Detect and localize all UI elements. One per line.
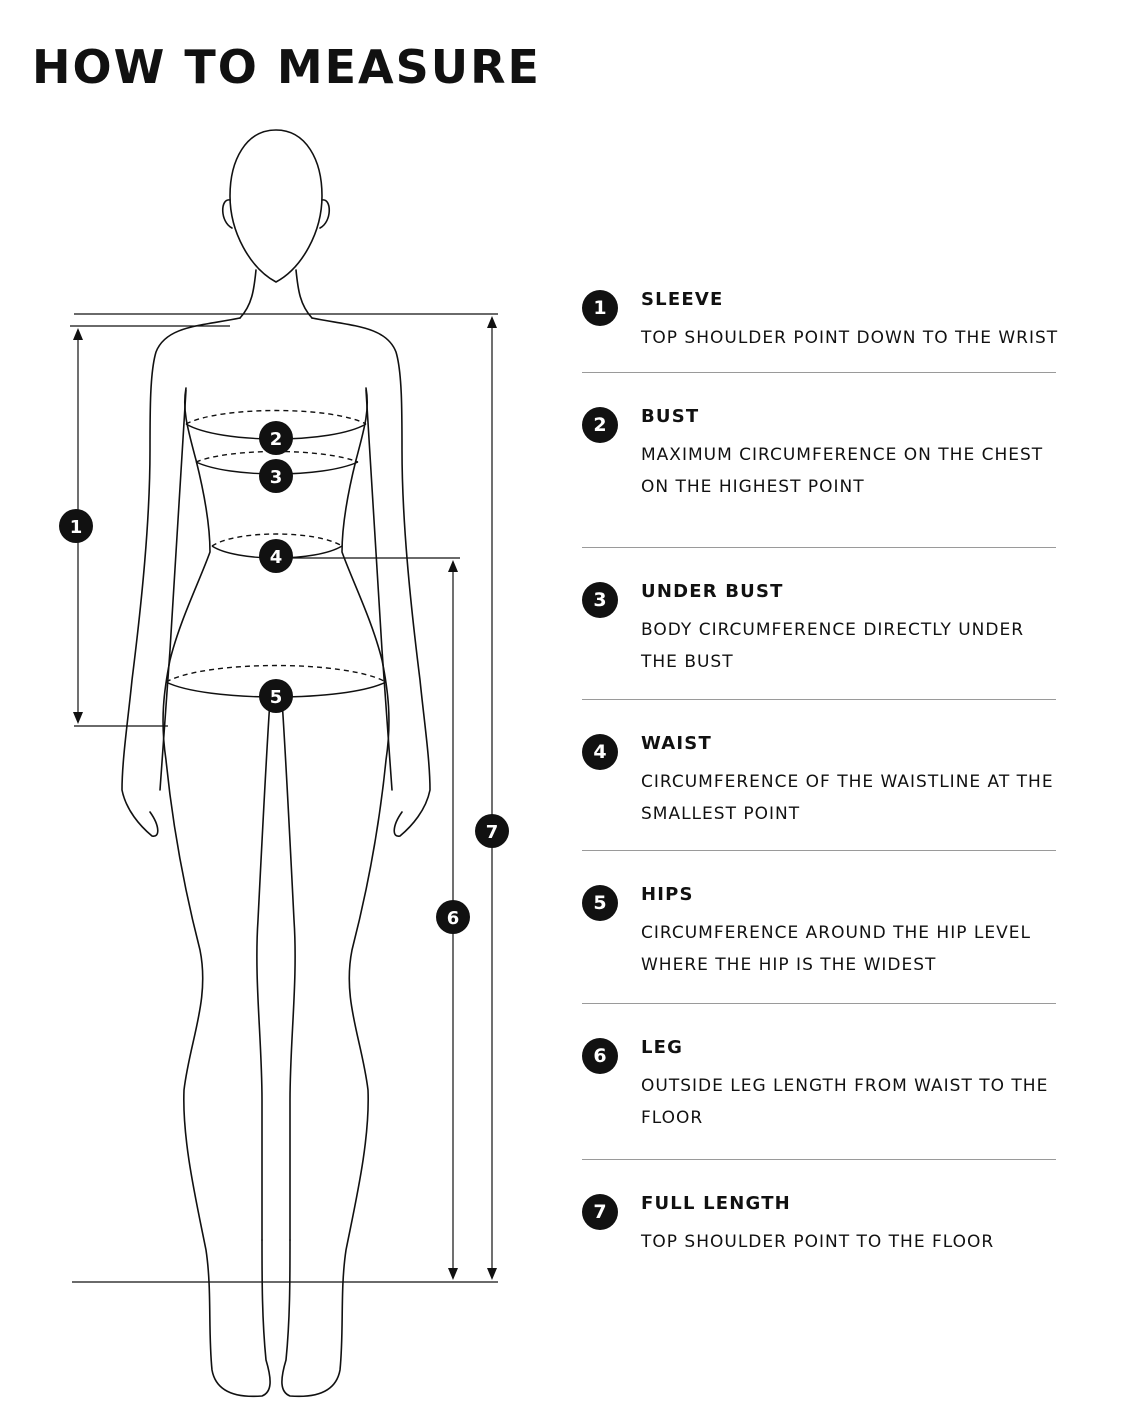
legend-item-title: SLEEVE	[641, 289, 724, 310]
inner-arm-left	[159, 389, 187, 791]
legend-item-description: TOP SHOULDER POINT DOWN TO THE WRIST	[641, 328, 1059, 348]
head-outline	[229, 129, 323, 283]
hips-band-back	[165, 664, 387, 683]
legend-item-bust: 2 BUST MAXIMUM CIRCUMFERENCE ON THE CHES…	[582, 399, 1056, 548]
marker-2: 2	[259, 421, 293, 455]
bust-band-back	[185, 409, 367, 425]
leg-arrow-head-bottom	[448, 1268, 458, 1280]
neck-left	[239, 269, 257, 319]
legend-item-hips: 5 HIPS CIRCUMFERENCE AROUND THE HIP LEVE…	[582, 877, 1056, 1004]
legend-item-description: BODY CIRCUMFERENCE DIRECTLY UNDER THE BU…	[641, 620, 1025, 672]
number-badge: 2	[582, 407, 618, 443]
sleeve-arrow-head-bottom	[73, 712, 83, 724]
number-badge: 6	[582, 1038, 618, 1074]
svg-text:2: 2	[270, 429, 283, 450]
svg-text:4: 4	[270, 547, 283, 568]
legend-item-leg: 6 LEG OUTSIDE LEG LENGTH FROM WAIST TO T…	[582, 1030, 1056, 1160]
legend-item-title: BUST	[641, 406, 700, 427]
legend-item-description: MAXIMUM CIRCUMFERENCE ON THE CHEST ON TH…	[641, 445, 1044, 497]
svg-text:5: 5	[270, 687, 283, 708]
legend-item-title: WAIST	[641, 733, 712, 754]
page-title: HOW TO MEASURE	[32, 40, 541, 94]
inner-arm-right	[365, 389, 393, 791]
marker-6: 6	[436, 900, 470, 934]
body-figure-diagram: 1 2 3 4 5 6 7	[59, 129, 509, 1398]
neck-right	[295, 269, 313, 319]
number-badge: 7	[582, 1194, 618, 1230]
sleeve-arrow-head-top	[73, 328, 83, 340]
leg-arrow-head-top	[448, 560, 458, 572]
number-badge: 5	[582, 885, 618, 921]
number-badge: 4	[582, 734, 618, 770]
svg-text:6: 6	[447, 908, 460, 929]
marker-5: 5	[259, 679, 293, 713]
legend-item-description: CIRCUMFERENCE OF THE WAISTLINE AT THE SM…	[641, 772, 1054, 824]
number-badge: 3	[582, 582, 618, 618]
legend-item-title: UNDER BUST	[641, 581, 784, 602]
legend-item-under-bust: 3 UNDER BUST BODY CIRCUMFERENCE DIRECTLY…	[582, 574, 1056, 700]
legend-item-sleeve: 1 SLEEVE TOP SHOULDER POINT DOWN TO THE …	[582, 282, 1057, 373]
legend-item-title: LEG	[641, 1037, 684, 1058]
svg-text:7: 7	[486, 822, 499, 843]
legend-item-description: OUTSIDE LEG LENGTH FROM WAIST TO THE FLO…	[641, 1076, 1049, 1128]
torso-right-outline	[281, 387, 390, 1398]
inner-leg-left	[256, 699, 271, 1241]
full-length-arrow-head-bottom	[487, 1268, 497, 1280]
legend-item-description: CIRCUMFERENCE AROUND THE HIP LEVEL WHERE…	[641, 923, 1031, 975]
body-right-outline	[311, 317, 431, 837]
legend-item-title: HIPS	[641, 884, 694, 905]
marker-7: 7	[475, 814, 509, 848]
legend-item-description: TOP SHOULDER POINT TO THE FLOOR	[641, 1232, 995, 1252]
marker-1: 1	[59, 509, 93, 543]
legend-item-full-length: 7 FULL LENGTH TOP SHOULDER POINT TO THE …	[582, 1186, 1056, 1276]
legend-item-title: FULL LENGTH	[641, 1193, 791, 1214]
full-length-arrow-head-top	[487, 316, 497, 328]
waist-band-back	[211, 533, 343, 547]
measurement-legend: 1 SLEEVE TOP SHOULDER POINT DOWN TO THE …	[582, 282, 1057, 1276]
number-badge: 1	[582, 290, 618, 326]
inner-leg-right	[281, 699, 296, 1241]
marker-4: 4	[259, 539, 293, 573]
body-left-outline	[121, 317, 241, 837]
right-ear	[319, 199, 331, 229]
torso-left-outline	[162, 387, 271, 1398]
legend-item-waist: 4 WAIST CIRCUMFERENCE OF THE WAISTLINE A…	[582, 726, 1056, 851]
svg-text:3: 3	[270, 467, 283, 488]
left-ear	[221, 199, 233, 229]
svg-text:1: 1	[70, 517, 83, 538]
marker-3: 3	[259, 459, 293, 493]
